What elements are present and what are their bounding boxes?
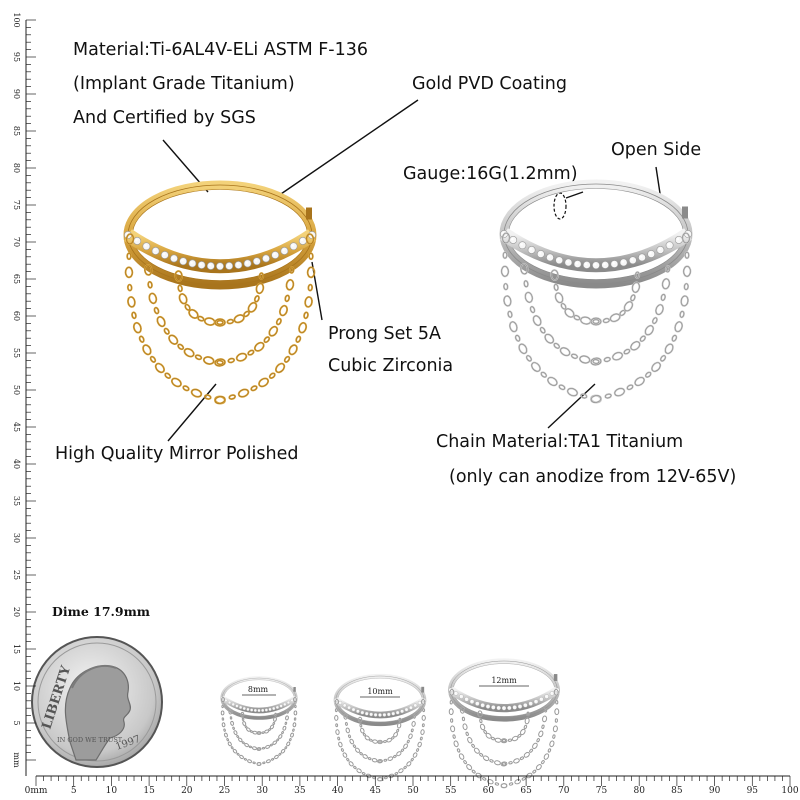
ruler-left-label: 100 — [12, 12, 21, 27]
ruler-left-label: mm — [12, 752, 21, 768]
polish-label: High Quality Mirror Polished — [55, 444, 299, 464]
leader-gold-coating — [277, 99, 419, 197]
size-label-12mm: 12mm — [491, 676, 517, 685]
silver-ring-image — [499, 179, 693, 404]
ruler-bottom-label: 75 — [596, 786, 608, 796]
ruler-bottom-label: 55 — [445, 786, 457, 796]
ruler-bottom-label: 20 — [181, 786, 193, 796]
ruler-bottom-label: 65 — [520, 786, 532, 796]
ruler-bottom-label: 5 — [71, 786, 77, 796]
ruler-left-label: 15 — [12, 644, 21, 654]
ruler-left-label: 10 — [12, 681, 21, 691]
chain-material-label-line1: Chain Material:TA1 Titanium — [436, 432, 684, 452]
size-label-8mm: 8mm — [248, 685, 269, 694]
ruler-left-label: 90 — [12, 89, 21, 99]
ruler-bottom-label: 35 — [294, 786, 306, 796]
ruler-bottom-label: 95 — [747, 786, 759, 796]
material-label-line3: And Certified by SGS — [73, 108, 256, 128]
leader-gauge — [565, 191, 584, 199]
ruler-bottom-label: 45 — [370, 786, 382, 796]
gauge-marker-icon — [553, 192, 567, 220]
ruler-left-label: 5 — [12, 720, 21, 725]
chain-material-label-line2: (only can anodize from 12V-65V) — [449, 467, 737, 487]
ring-size-8mm — [220, 676, 298, 766]
ruler-left-label: 95 — [12, 52, 21, 62]
gold-coating-label: Gold PVD Coating — [412, 74, 567, 94]
gold-ring-image — [123, 180, 317, 405]
ruler-bottom-label: 85 — [671, 786, 683, 796]
ruler-bottom-label: 100 — [781, 786, 798, 796]
ruler-left-label: 75 — [12, 200, 21, 210]
size-label-10mm: 10mm — [367, 687, 393, 696]
ruler-bottom-label: 25 — [219, 786, 231, 796]
ruler-left-label: 60 — [12, 311, 21, 321]
ruler-left-label: 55 — [12, 348, 21, 358]
ruler-bottom-label: 10 — [106, 786, 118, 796]
ring-size-10mm — [333, 673, 427, 782]
dime-label: Dime 17.9mm — [52, 604, 151, 619]
ruler-bottom-label: 80 — [633, 786, 645, 796]
ruler-left-label: 20 — [12, 607, 21, 617]
ruler-bottom-label: 90 — [709, 786, 721, 796]
prong-set-label-line1: Prong Set 5A — [328, 324, 441, 344]
material-label-line1: Material:Ti-6AL4V-ELi ASTM F-136 — [73, 40, 369, 60]
leader-polish — [167, 383, 217, 442]
dime-coin-image: LIBERTY IN GOD WE TRUST 1997 — [31, 636, 163, 768]
ruler-left-label: 25 — [12, 570, 21, 580]
ruler-left-label: 50 — [12, 385, 21, 395]
ruler-left-label: 85 — [12, 126, 21, 136]
dime-portrait-icon — [64, 665, 132, 761]
ruler-left-label: 35 — [12, 496, 21, 506]
ruler-left-label: 45 — [12, 422, 21, 432]
ring-size-12mm — [448, 658, 560, 789]
gauge-label: Gauge:16G(1.2mm) — [403, 164, 578, 184]
ruler-bottom-label: 0mm — [25, 786, 48, 796]
ruler-bottom-label: 40 — [332, 786, 344, 796]
ruler-left-label: 70 — [12, 237, 21, 247]
ruler-bottom-label: 15 — [143, 786, 155, 796]
dime-motto-text: IN GOD WE TRUST — [57, 736, 123, 744]
ruler-bottom-label: 50 — [407, 786, 419, 796]
ruler-bottom-label: 70 — [558, 786, 570, 796]
open-side-label: Open Side — [611, 140, 702, 160]
ruler: 0mm 5 10 15 20 25 30 35 40 45 50 55 60 65 70 75 80 85 90 95… — [12, 12, 799, 796]
leader-chain — [547, 383, 596, 429]
ruler-bottom-label: 60 — [483, 786, 495, 796]
prong-set-label-line2: Cubic Zirconia — [328, 356, 454, 376]
ruler-left-label: 30 — [12, 533, 21, 543]
ruler-left-label: 80 — [12, 163, 21, 173]
ruler-left-label: 65 — [12, 274, 21, 284]
ruler-bottom-label: 30 — [256, 786, 268, 796]
ruler-left-label: 40 — [12, 459, 21, 469]
material-label-line2: (Implant Grade Titanium) — [73, 74, 295, 94]
